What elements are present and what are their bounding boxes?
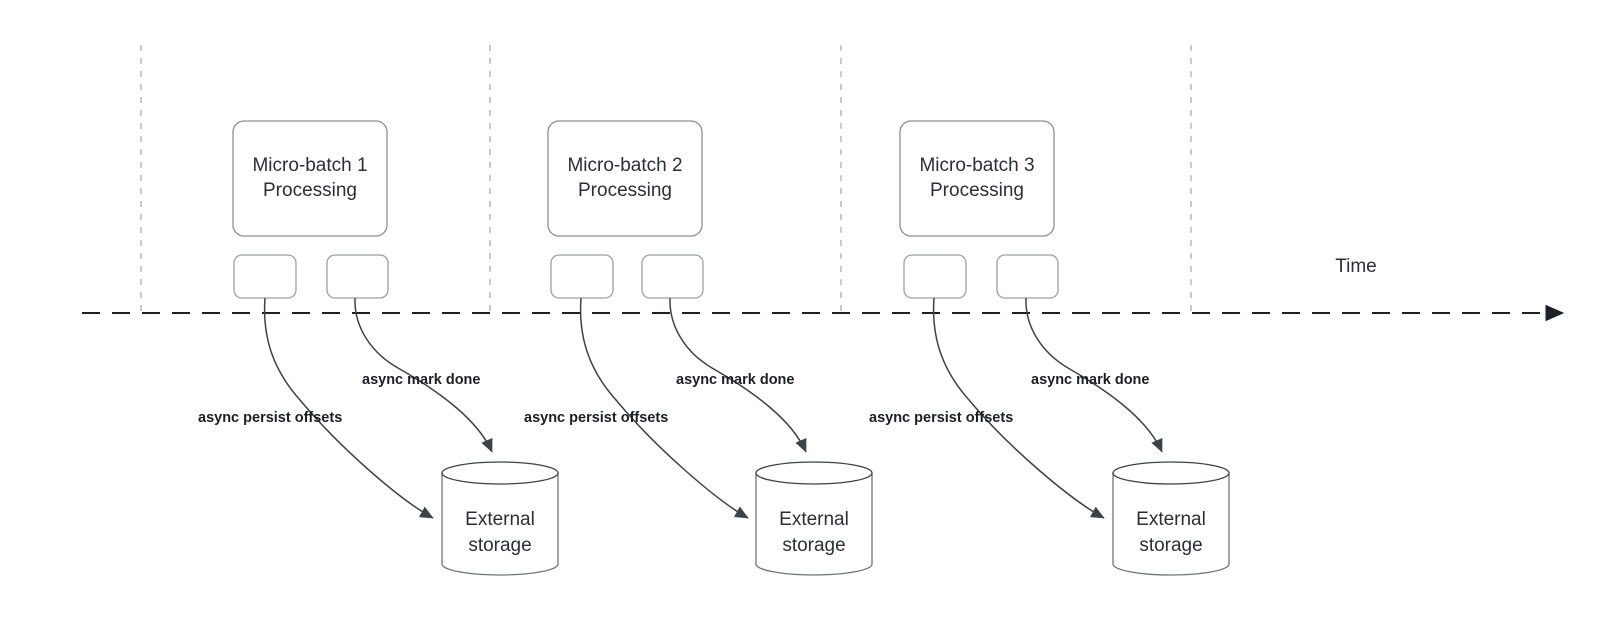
micro-batch-label-line2: Processing (578, 180, 672, 201)
external-storage-label-line2: storage (782, 535, 845, 556)
micro-batch-label-line1: Micro-batch 3 (919, 155, 1034, 176)
async-mark-done-edge-label: async mark done (362, 372, 480, 388)
micro-batch-processing-box[interactable] (232, 120, 388, 237)
vertical-guide-lines (140, 45, 1192, 314)
micro-batch-label-line2: Processing (263, 180, 357, 201)
async-persist-offsets-edge-label: async persist offsets (869, 410, 1013, 426)
external-storage-label-line1: External (779, 509, 849, 530)
micro-batch-label-line2: Processing (930, 180, 1024, 201)
async-mark-done-edge (669, 297, 807, 453)
external-storage-cylinder-body (755, 473, 873, 576)
external-storage-cylinder-top[interactable] (755, 461, 873, 485)
async-persist-offsets-edge (263, 297, 434, 519)
micro-batch-processing-box[interactable] (547, 120, 703, 237)
async-persist-offsets-edge-label: async persist offsets (524, 410, 668, 426)
persist-offsets-task-box[interactable] (903, 254, 967, 299)
external-storage-cylinder-top[interactable] (441, 461, 559, 485)
micro-batch-label-line1: Micro-batch 2 (567, 155, 682, 176)
timeline-axis-label: Time (1335, 256, 1377, 277)
external-storage-label-line2: storage (1139, 535, 1202, 556)
persist-offsets-task-box[interactable] (550, 254, 614, 299)
external-storage-label-line2: storage (468, 535, 531, 556)
mark-done-task-box[interactable] (326, 254, 389, 299)
timeline-axis: Time (82, 256, 1565, 322)
external-storage-label-line1: External (1136, 509, 1206, 530)
persist-offsets-task-box[interactable] (233, 254, 297, 299)
async-persist-offsets-edge (579, 297, 749, 519)
mark-done-task-box[interactable] (641, 254, 704, 299)
async-mark-done-edge-label: async mark done (1031, 372, 1149, 388)
async-persist-offsets-edge (932, 297, 1105, 519)
async-mark-done-edge-label: async mark done (676, 372, 794, 388)
async-mark-done-edge (1025, 297, 1163, 453)
external-storage-cylinder-body (441, 473, 559, 576)
external-storage-cylinder-body (1112, 473, 1230, 576)
micro-batch-label-line1: Micro-batch 1 (252, 155, 367, 176)
external-storage-cylinder-top[interactable] (1112, 461, 1230, 485)
async-mark-done-edge (354, 297, 493, 453)
external-storage-label-line1: External (465, 509, 535, 530)
micro-batch-processing-box[interactable] (899, 120, 1055, 237)
mark-done-task-box[interactable] (996, 254, 1059, 299)
async-persist-offsets-edge-label: async persist offsets (198, 410, 342, 426)
